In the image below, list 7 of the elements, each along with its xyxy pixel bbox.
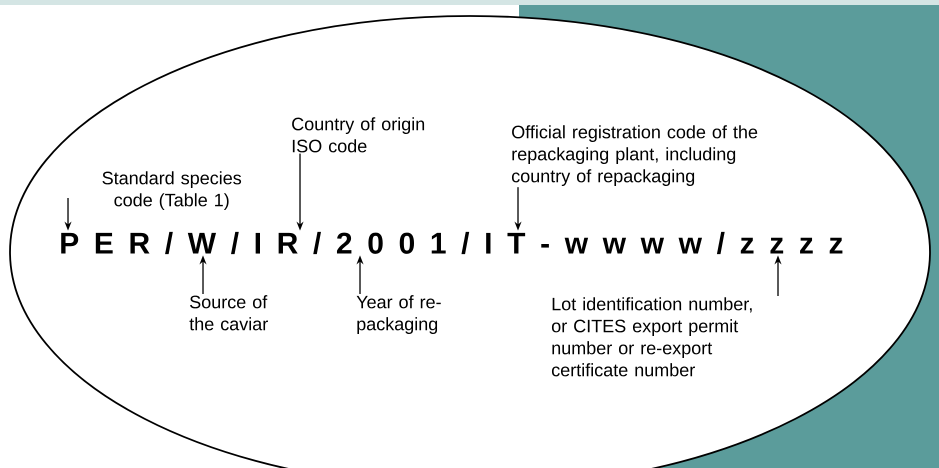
callout-text: Lot identification number, or CITES export permit number or re-export certificate number bbox=[552, 297, 752, 376]
callout-text: Official registration code of the repackaging plant, including country of repackaging bbox=[512, 125, 758, 186]
callout-text: Source of the caviar bbox=[189, 295, 268, 330]
callout-text: Standard species code (Table 1) bbox=[102, 171, 242, 210]
callout-text: Year of re- packaging bbox=[356, 295, 441, 334]
callout-text: Country of origin ISO code bbox=[292, 117, 424, 152]
code-text: P E R / W / I R / 2 0 0 1 / I T - w w w w / z z z z bbox=[61, 232, 842, 254]
